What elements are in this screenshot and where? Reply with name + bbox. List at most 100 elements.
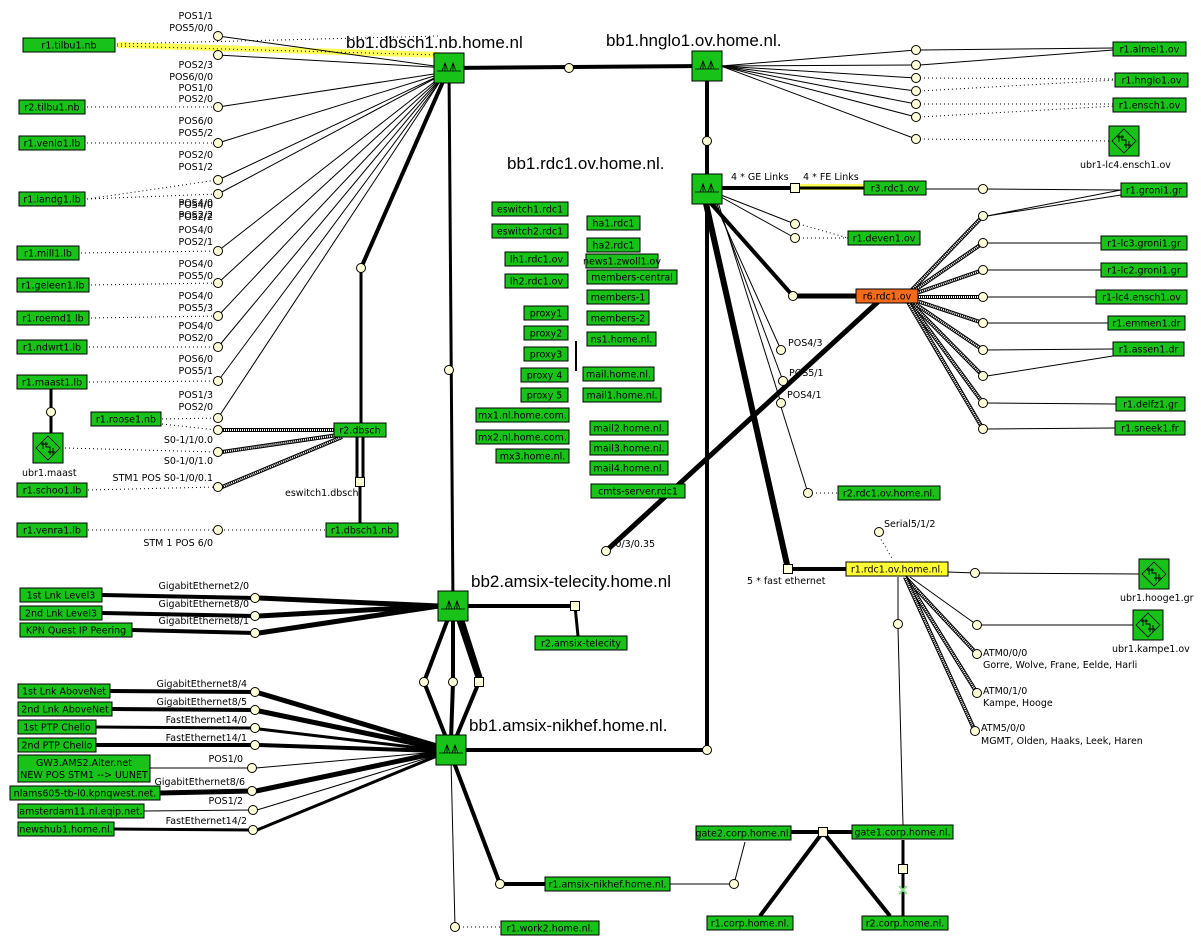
- network-node[interactable]: r1-lc4.ensch1.ov: [1095, 289, 1188, 305]
- link-joint[interactable]: [250, 593, 260, 603]
- server-node[interactable]: mail2.home.nl.: [589, 420, 669, 436]
- network-node[interactable]: r1.venlo1.lb: [18, 135, 86, 151]
- server-node[interactable]: mail4.home.nl.: [589, 460, 669, 476]
- network-node[interactable]: r3.rdc1.ov: [863, 180, 927, 196]
- link-joint[interactable]: [356, 263, 366, 273]
- ubr-maast[interactable]: ubr1.maast: [22, 432, 77, 479]
- network-node[interactable]: r1.roose1.nb: [90, 411, 162, 427]
- server-node[interactable]: eswitch2.rdc1: [491, 223, 569, 239]
- link-joint[interactable]: [213, 342, 223, 352]
- link-joint[interactable]: [972, 620, 982, 630]
- link-joint[interactable]: [213, 189, 223, 199]
- link-connector[interactable]: [790, 183, 800, 193]
- link-connector[interactable]: [818, 827, 828, 837]
- ubr-lc4-ensch1[interactable]: ubr1-lc4.ensch1.ov: [1080, 125, 1171, 171]
- network-node[interactable]: r1.schoo1.lb: [16, 482, 88, 498]
- link-joint[interactable]: [601, 546, 611, 556]
- network-node[interactable]: 1st PTP Chello: [17, 719, 97, 735]
- link-joint[interactable]: [213, 482, 223, 492]
- network-node[interactable]: r1.geleen1.lb: [16, 277, 90, 293]
- ubr-hooge1[interactable]: ubr1.hooge1.gr: [1120, 558, 1194, 604]
- backbone-router-amsix-nikhef[interactable]: bb1.amsix-nikhef.home.nl.: [435, 716, 667, 766]
- server-node[interactable]: ha2.rdc1: [586, 237, 641, 253]
- network-node[interactable]: nlams605-tb-l0.kpnqwest.net.: [9, 785, 161, 801]
- ubr-kampe1[interactable]: ubr1.kampe1.ov: [1112, 609, 1190, 655]
- server-node[interactable]: lh2.rdc1.ov: [504, 273, 569, 289]
- link-joint[interactable]: [250, 723, 260, 733]
- link-joint[interactable]: [702, 136, 712, 146]
- server-node[interactable]: members-central: [586, 269, 678, 285]
- server-node[interactable]: eswitch1.rdc1: [491, 201, 569, 217]
- link-joint[interactable]: [874, 527, 884, 537]
- network-node[interactable]: 2nd Lnk Level3: [19, 605, 103, 621]
- link-joint[interactable]: [248, 805, 258, 815]
- network-node[interactable]: r1.dbsch1.nb: [325, 522, 399, 538]
- link-joint[interactable]: [970, 568, 980, 578]
- link-joint[interactable]: [776, 398, 786, 408]
- link-joint[interactable]: [911, 73, 921, 83]
- link-connector[interactable]: [474, 677, 484, 687]
- network-node[interactable]: r1.amsix-nikhef.home.nl.: [544, 876, 671, 892]
- network-node[interactable]: r1.deven1.ov: [847, 230, 921, 246]
- link-joint[interactable]: [247, 763, 257, 773]
- network-node[interactable]: r2.tilbu1.nb: [18, 99, 86, 115]
- link-joint[interactable]: [250, 687, 260, 697]
- network-node[interactable]: 1st Lnk Level3: [19, 587, 103, 603]
- link-joint[interactable]: [250, 628, 260, 638]
- server-node[interactable]: ha1.rdc1: [586, 215, 641, 231]
- link-joint[interactable]: [213, 425, 223, 435]
- network-node[interactable]: r1.landg1.lb: [18, 191, 86, 207]
- network-node[interactable]: r1.mill1.lb: [16, 245, 80, 261]
- link-joint[interactable]: [911, 86, 921, 96]
- server-node[interactable]: members-2: [586, 310, 650, 326]
- server-node[interactable]: mail3.home.nl.: [589, 440, 669, 456]
- network-node[interactable]: r1.tilbu1.nb: [22, 37, 116, 53]
- link-joint[interactable]: [790, 219, 800, 229]
- node-r6-rdc1[interactable]: r6.rdc1.ov: [855, 288, 919, 304]
- link-joint[interactable]: [970, 726, 980, 736]
- link-joint[interactable]: [978, 371, 988, 381]
- network-node[interactable]: r1.assen1.dr: [1112, 341, 1185, 357]
- server-node[interactable]: proxy2: [523, 325, 569, 341]
- node-r2-dbsch[interactable]: r2.dbsch: [333, 422, 387, 438]
- link-joint[interactable]: [978, 398, 988, 408]
- network-node[interactable]: r1.maast1.lb: [16, 374, 88, 390]
- network-node[interactable]: r2.rdc1.ov.home.nl.: [837, 485, 941, 501]
- link-joint[interactable]: [247, 786, 257, 796]
- backbone-router-rdc1[interactable]: bb1.rdc1.ov.home.nl.: [507, 154, 723, 205]
- network-node[interactable]: r1-lc3.groni1.gr: [1100, 235, 1188, 251]
- server-node[interactable]: proxy1: [523, 305, 569, 321]
- link-joint[interactable]: [729, 879, 739, 889]
- network-node[interactable]: amsterdam11.nl.eqip.net.: [17, 803, 145, 819]
- link-joint[interactable]: [213, 413, 223, 423]
- backbone-router-hnglo1[interactable]: bb1.hnglo1.ov.home.nl.: [606, 31, 781, 82]
- link-joint[interactable]: [978, 292, 988, 302]
- link-joint[interactable]: [213, 278, 223, 288]
- server-node[interactable]: proxy 4: [520, 367, 569, 383]
- server-node[interactable]: mail.home.nl.: [582, 366, 655, 382]
- link-joint[interactable]: [419, 677, 429, 687]
- network-node[interactable]: gate1.corp.home.nl.: [851, 824, 954, 840]
- link-joint[interactable]: [46, 407, 56, 417]
- server-node[interactable]: mx3.home.nl.: [495, 448, 570, 464]
- link-joint[interactable]: [444, 365, 454, 375]
- link-joint[interactable]: [213, 447, 223, 457]
- link-connector[interactable]: [783, 564, 793, 574]
- link-joint[interactable]: [448, 677, 458, 687]
- network-node[interactable]: r2.amsix-telecity: [534, 635, 628, 651]
- server-node[interactable]: mail1.home.nl.: [582, 387, 662, 403]
- link-joint[interactable]: [911, 60, 921, 70]
- network-node[interactable]: 2nd Lnk AboveNet: [17, 701, 113, 717]
- link-joint[interactable]: [978, 265, 988, 275]
- server-node[interactable]: mx2.nl.home.com.: [475, 429, 570, 445]
- network-node[interactable]: r1-lc2.groni1.gr: [1100, 262, 1188, 278]
- link-joint[interactable]: [972, 649, 982, 659]
- link-connector[interactable]: [898, 864, 908, 874]
- link-joint[interactable]: [248, 825, 258, 835]
- link-joint[interactable]: [213, 50, 223, 60]
- backbone-router-amsix-telecity[interactable]: bb2.amsix-telecity.home.nl: [437, 572, 671, 622]
- link-joint[interactable]: [911, 45, 921, 55]
- link-joint[interactable]: [803, 488, 813, 498]
- link-joint[interactable]: [788, 291, 798, 301]
- link-joint[interactable]: [978, 318, 988, 328]
